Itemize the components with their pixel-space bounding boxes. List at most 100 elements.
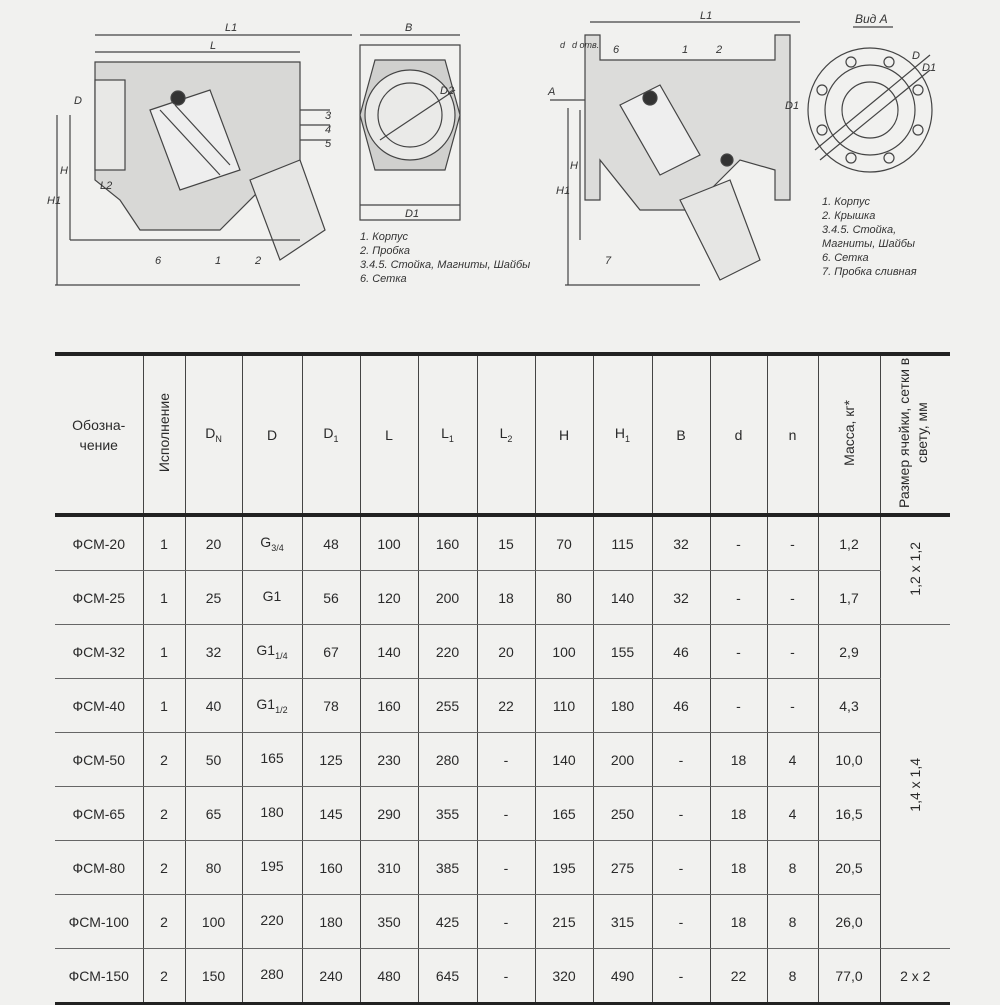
dim-label: 2 (716, 44, 723, 56)
legend-item: 1. Корпус (822, 196, 871, 208)
dim-label: H (570, 160, 578, 172)
cell-h: 215 (534, 894, 594, 949)
cell-l: 140 (359, 624, 419, 679)
cell-l1: 200 (417, 570, 478, 625)
cell-mass: 10,0 (817, 732, 880, 787)
header-b: B (651, 352, 711, 517)
legend-item: 2. Пробка (360, 245, 410, 257)
cell-dn: 80 (184, 840, 243, 895)
header-h1: H1 (592, 352, 653, 517)
dim-label: D (912, 50, 920, 62)
cell-l1: 645 (417, 948, 478, 1005)
legend-item: 6. Сетка (822, 252, 869, 264)
cell-mass: 1,2 (817, 515, 881, 571)
cell-name: ФСМ-20 (55, 515, 144, 571)
cell-h: 110 (534, 678, 594, 733)
cell-name: ФСМ-50 (55, 732, 144, 787)
legend-item: 2. Крышка (822, 210, 876, 222)
cell-dn: 32 (184, 624, 243, 679)
cell-n: 4 (766, 786, 819, 841)
cell-b: 46 (651, 624, 711, 679)
cell-d1: 125 (301, 732, 361, 787)
cell-ver: 1 (142, 570, 186, 625)
cell-dd: 18 (709, 786, 768, 841)
header-l: L (359, 352, 419, 517)
cell-n: 4 (766, 732, 819, 787)
threaded-filter-drawing (55, 34, 352, 286)
cell-h: 100 (534, 624, 594, 679)
header-designation: Обозна-чение (55, 352, 144, 517)
cell-l1: 425 (417, 894, 478, 949)
cell-b: - (651, 732, 711, 787)
cell-dn: 50 (184, 732, 243, 787)
cell-l: 290 (359, 786, 419, 841)
cell-d: 220 (241, 894, 303, 949)
cell-ver: 1 (142, 624, 186, 679)
dim-label: 5 (325, 138, 332, 150)
legend-flanged: 1. Корпус 2. Крышка 3.4.5. Стойка, Магни… (822, 195, 917, 279)
cell-mesh-size: 1,4 x 1,4 (879, 624, 950, 949)
cell-l: 230 (359, 732, 419, 787)
dim-label: 6 (155, 255, 162, 267)
dim-label: D1 (922, 62, 937, 74)
dim-label: 7 (605, 255, 612, 267)
cell-l: 120 (359, 570, 419, 625)
cell-dn: 65 (184, 786, 243, 841)
technical-drawings: L1 L D H H1 L2 3 4 5 6 1 2 B D2 D1 d d о… (0, 0, 1000, 340)
flanged-filter-drawing (550, 21, 800, 286)
dim-label: D1 (785, 100, 800, 112)
view-a-title: Вид А (855, 12, 888, 26)
cell-l: 160 (359, 678, 419, 733)
cell-l1: 280 (417, 732, 478, 787)
cell-dd: - (709, 570, 768, 625)
header-bolt-d: d (709, 352, 768, 517)
dim-label: A (548, 86, 556, 98)
cell-b: 46 (651, 678, 711, 733)
cell-l1: 385 (417, 840, 478, 895)
cell-d: G11/4 (241, 624, 303, 679)
dim-label: 2 (255, 255, 262, 267)
cell-b: 32 (651, 570, 711, 625)
cell-mass: 1,7 (817, 570, 880, 625)
cell-dd: 22 (709, 948, 768, 1005)
cell-dn: 40 (184, 678, 243, 733)
cell-dn: 20 (184, 515, 243, 571)
cell-l2: 18 (476, 570, 536, 625)
drawing-lines (55, 21, 933, 286)
cell-d: 280 (241, 948, 303, 1005)
cell-mesh-size: 2 x 2 (879, 948, 950, 1005)
cell-name: ФСМ-25 (55, 570, 144, 625)
dim-label: 1 (682, 44, 689, 56)
cell-b: - (651, 786, 711, 841)
dim-label: 1 (215, 255, 222, 267)
cell-l1: 160 (417, 515, 478, 571)
cell-n: 8 (766, 894, 819, 949)
cell-dd: - (709, 678, 768, 733)
cell-h: 195 (534, 840, 594, 895)
cell-ver: 1 (142, 678, 186, 733)
cell-l2: 22 (476, 678, 536, 733)
cell-ver: 2 (142, 894, 186, 949)
cell-h: 140 (534, 732, 594, 787)
hex-view-drawing (359, 34, 461, 221)
cell-l2: - (476, 894, 536, 949)
dim-label: d (560, 40, 566, 50)
header-mesh: Размер ячейки, сетки в свету, мм (879, 352, 950, 517)
cell-mass: 4,3 (817, 678, 880, 733)
dim-label: L1 (700, 10, 713, 22)
cell-d: G1 (241, 570, 303, 625)
cell-name: ФСМ-40 (55, 678, 144, 733)
flange-view-a-drawing (807, 26, 933, 173)
cell-h1: 180 (592, 678, 653, 733)
cell-h1: 250 (592, 786, 653, 841)
cell-name: ФСМ-100 (55, 894, 144, 949)
cell-d1: 160 (301, 840, 361, 895)
cell-dd: 18 (709, 732, 768, 787)
cell-ver: 1 (142, 515, 186, 571)
cell-l: 310 (359, 840, 419, 895)
